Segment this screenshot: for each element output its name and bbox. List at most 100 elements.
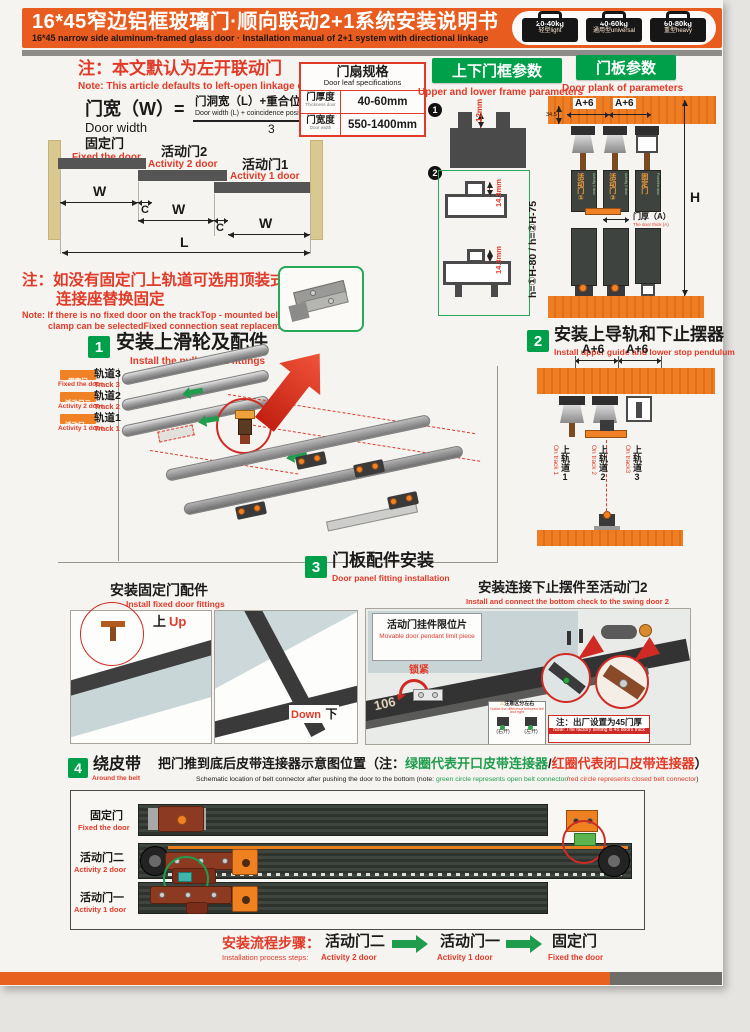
door-lower-fixed — [635, 228, 661, 284]
spec-row-label: 门宽度 — [306, 114, 335, 126]
dim-a6-label: A+6 — [626, 342, 649, 356]
roller — [252, 504, 262, 513]
frame-params-title: 上下门框参数 — [432, 58, 562, 83]
desc-en-green: green circle represents open belt connec… — [435, 776, 567, 783]
ontrack-en: On track 2 — [590, 445, 598, 475]
stop-roller — [603, 511, 611, 519]
mini-hanger-right-open — [497, 717, 509, 731]
ext-line — [661, 356, 662, 368]
roller — [370, 462, 380, 471]
door-vlabel-en: Activity 1 door — [592, 173, 596, 195]
screw — [418, 692, 424, 698]
frame-params-title-en: Upper and lower frame parameters — [418, 87, 584, 98]
screw — [432, 692, 438, 698]
hanger-stem — [580, 153, 586, 171]
dim-a6-line — [609, 111, 651, 118]
ext-line — [618, 356, 619, 368]
pulley-part — [238, 419, 252, 435]
desc-en-sep: / — [566, 776, 569, 783]
ext-line — [214, 194, 215, 236]
process-step2-cn: 活动门一 — [440, 933, 501, 950]
orange-block — [232, 886, 258, 912]
weight-icon: 60-80kg 重型heavy — [650, 18, 706, 42]
closed-connector-highlight — [562, 820, 606, 864]
bottom-guide-fixed — [641, 284, 655, 296]
roller — [404, 494, 414, 503]
factory-note-cn: 注：出厂设置为45门厚 — [556, 717, 642, 727]
ext-line — [60, 170, 61, 254]
process-step1-en: Activity 2 door — [321, 953, 377, 962]
step3-left-title: 安装固定门配件 — [110, 582, 208, 598]
footer-bar-gray — [610, 972, 722, 985]
warning-icon: ⚠ — [499, 701, 505, 707]
down-label-en: Down — [291, 709, 321, 721]
wall-right — [310, 140, 323, 240]
step2-number: 2 — [527, 330, 549, 352]
dim-a6-label: A+6 — [582, 342, 605, 356]
process-arrow — [392, 935, 428, 953]
process-arrow — [506, 935, 542, 953]
ontrack-en: On track 1 — [552, 445, 560, 475]
dim-345: 34.5 — [546, 112, 557, 118]
belt-pulley-right — [598, 845, 630, 877]
floor-rail — [548, 296, 704, 318]
pulley-part — [240, 435, 250, 444]
screw — [310, 290, 316, 296]
detail-circle-right — [595, 655, 649, 709]
belt-teeth — [168, 873, 623, 876]
profile-part — [443, 261, 511, 285]
profile-part — [455, 285, 462, 297]
step3-right-title-en: Install and connect the bottom check to … — [466, 597, 669, 606]
bottom-check-panel: 活动门挂件限位片 Movable door pendant limit piec… — [365, 608, 691, 745]
process-step3-en: Fixed the door — [548, 953, 604, 962]
step4-title-en: Around the belt — [92, 775, 141, 782]
orange-block — [232, 849, 258, 875]
belt-row-fixed-cn: 固定门 — [90, 810, 123, 822]
step4-desc-en: Schematic location of belt connector aft… — [196, 776, 699, 783]
ontrack2-label: On track 2 上轨道2 — [590, 445, 608, 482]
step4-number: 4 — [68, 758, 88, 778]
process-label-en: Installation process steps: — [222, 953, 309, 962]
ext-line — [310, 194, 311, 254]
desc-en-red: red circle represents closed belt connec… — [568, 776, 697, 783]
profile-part — [450, 128, 526, 168]
handle-knob — [639, 624, 652, 637]
step1-number: 1 — [88, 336, 110, 358]
desc-en-post: ) — [696, 776, 699, 783]
handle-part — [601, 625, 637, 639]
dim-a6-label: A+6 — [573, 98, 596, 109]
door-lower-activity1 — [571, 228, 597, 286]
door-upper-activity2: 活动门② Activity 2 door — [603, 170, 629, 212]
left-open-label: (左开) — [524, 729, 538, 736]
note1-cn: 注：本文默认为左开联动门 — [78, 59, 282, 78]
note2-cn2: 连接座替换固定 — [56, 291, 165, 308]
page-title-en: 16*45 narrow side aluminum-framed glass … — [32, 33, 489, 43]
door-vlabel-en: Fixed the door — [656, 173, 660, 196]
formula-lhs: 门宽（W）= — [85, 99, 185, 119]
linkage-clip — [600, 420, 614, 431]
dim-w2-label: W — [172, 201, 186, 217]
limit-piece-cn: 活动门挂件限位片 — [387, 620, 467, 631]
belt-row-act2-cn: 活动门二 — [80, 852, 124, 864]
belt-connector-fixed — [158, 806, 204, 832]
belt-row-act1-cn: 活动门一 — [80, 892, 124, 904]
track-label-en: Track 2 — [94, 402, 120, 411]
dim-143-line — [486, 182, 493, 196]
spec-row-label: 门厚度 — [306, 91, 335, 103]
down-label-chip: Down 下 — [289, 705, 340, 723]
activity2-label-en: Activity 2 door — [148, 159, 218, 170]
lock-label: 锁紧 — [409, 665, 429, 676]
hanger-guide — [626, 396, 652, 422]
up-label-en: Up — [169, 614, 187, 629]
dim-a6-line — [575, 357, 618, 364]
spec-row-value: 550-1400mm — [347, 118, 418, 131]
ontrack-cn: 上轨道3 — [632, 445, 643, 482]
track-label: 轨道1 — [94, 412, 121, 424]
door-upper-activity1: 活动门① Activity 1 door — [571, 170, 597, 212]
fixed-door-label: 固定门 — [85, 136, 125, 151]
desc-sep: / — [548, 756, 552, 771]
left-right-warning-box: ⚠注意区分左右 Notice the difference between le… — [488, 701, 546, 744]
top-frame-profile — [450, 110, 526, 168]
connector-bolt — [159, 892, 165, 898]
